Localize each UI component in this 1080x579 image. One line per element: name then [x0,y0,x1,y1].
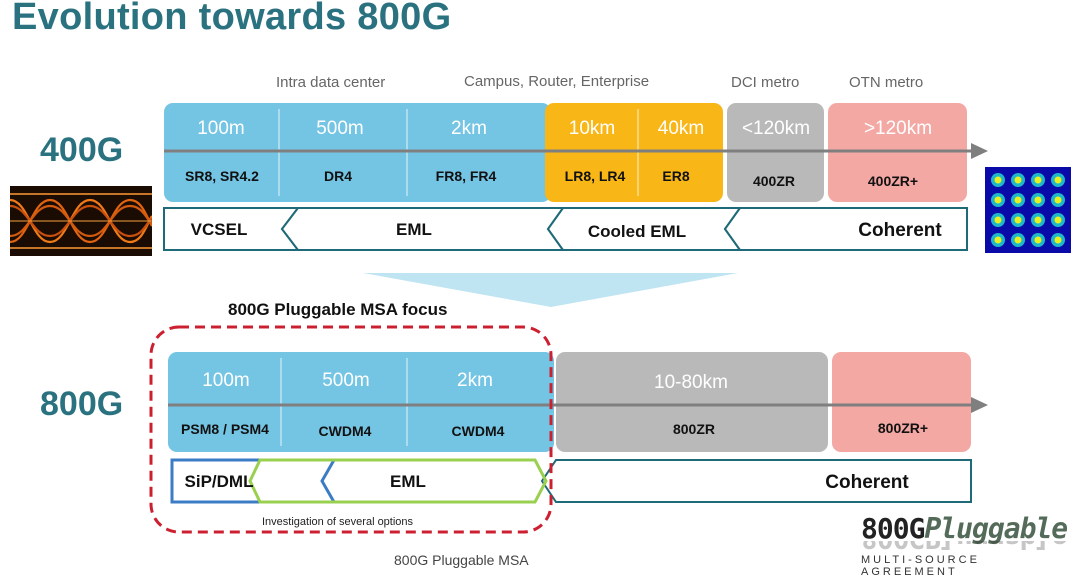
row400-module-sr: SR8, SR4.2 [185,168,259,184]
row400-module-fr: FR8, FR4 [436,168,497,184]
row800-module-cwdm4-500m: CWDM4 [319,423,372,439]
constellation-point-core [1014,236,1022,244]
row400-module-400zr: 400ZR [753,173,795,189]
row400-distance-lt120km: <120km [742,118,810,139]
row800-distance-2km: 2km [457,370,493,391]
constellation-point-core [994,216,1002,224]
row800-metro-block [556,352,828,452]
constellation-point-core [994,196,1002,204]
constellation-point-core [1054,216,1062,224]
row800-otn-block [832,352,971,452]
row400-module-dr4: DR4 [324,168,352,184]
msa-logo: 800GPluggable 800GPluggable MULTI-SOURCE… [861,512,1073,578]
constellation-point-core [994,236,1002,244]
constellation-point-core [1034,236,1042,244]
msa-caption: 800G Pluggable MSA [394,552,529,568]
row800-distance-100m: 100m [202,370,250,391]
constellation-point-core [1034,176,1042,184]
constellation-point-core [994,176,1002,184]
row400-tech-eml-label: EML [396,220,432,239]
constellation-point-core [1054,196,1062,204]
row800-module-800zr-plus: 800ZR+ [878,420,928,436]
constellation-point-core [1054,236,1062,244]
constellation-point-core [1014,176,1022,184]
row800-module-800zr: 800ZR [673,421,715,437]
msa-logo-main: 800G [861,512,925,545]
msa-logo-wordmark: 800GPluggable [861,512,1073,545]
row400-distance-100m: 100m [197,118,245,139]
transition-arrow [363,273,738,307]
row800-tech-eml [248,458,548,504]
row800-module-psm: PSM8 / PSM4 [181,421,269,437]
constellation-point-core [1054,176,1062,184]
row800-tech-coherent-label: Coherent [825,472,909,493]
row400-distance-500m: 500m [316,118,364,139]
row400-arrow-head [971,143,988,159]
row400-distance-10km: 10km [569,118,615,139]
row400-tech-vcsel-label: VCSEL [191,220,248,239]
constellation-point-core [1014,196,1022,204]
investigation-note: Investigation of several options [262,516,414,528]
constellation-point-core [1034,196,1042,204]
msa-focus-label: 800G Pluggable MSA focus [228,300,448,319]
segment-dci-label: DCI metro [731,74,800,91]
segment-intra-dc-label: Intra data center [276,74,386,91]
rate-400g-label: 400G [40,131,124,169]
row800-distance-10-80km: 10-80km [654,372,728,393]
row400-distance-2km: 2km [451,118,487,139]
constellation-point-core [1034,216,1042,224]
eye-diagram-image [10,186,152,256]
segment-campus-label: Campus, Router, Enterprise [464,73,650,90]
page-title: Evolution towards 800G [12,0,452,38]
row800-arrow-head [971,397,988,413]
segment-otn-label: OTN metro [849,74,924,91]
msa-logo-subtitle: MULTI-SOURCE AGREEMENT [861,554,980,578]
msa-logo-accent: Pluggable [924,512,1068,545]
rate-800g-label: 800G [40,385,124,423]
row800-tech-eml-label: EML [390,472,426,491]
row400-module-lr: LR8, LR4 [565,168,626,184]
row400-distance-40km: 40km [658,118,704,139]
row400-module-400zr-plus: 400ZR+ [868,173,918,189]
row400-tech-coherent-label: Coherent [858,220,942,241]
row800-intra-dc-block [168,352,554,452]
msa-logo-reflection: 800GPluggable [861,541,1073,551]
row400-module-er8: ER8 [662,168,689,184]
row800-tech-sip-dml-label: SiP/DML [185,472,254,491]
row400-tech-coherent [723,207,968,251]
msa-focus-boundary [149,325,553,534]
constellation-point-core [1014,216,1022,224]
constellation-diagram-image [985,167,1071,253]
row400-distance-gt120km: >120km [864,118,932,139]
row800-module-cwdm4-2km: CWDM4 [452,423,505,439]
row800-distance-500m: 500m [322,370,370,391]
row400-tech-cooled-eml-label: Cooled EML [588,222,686,241]
